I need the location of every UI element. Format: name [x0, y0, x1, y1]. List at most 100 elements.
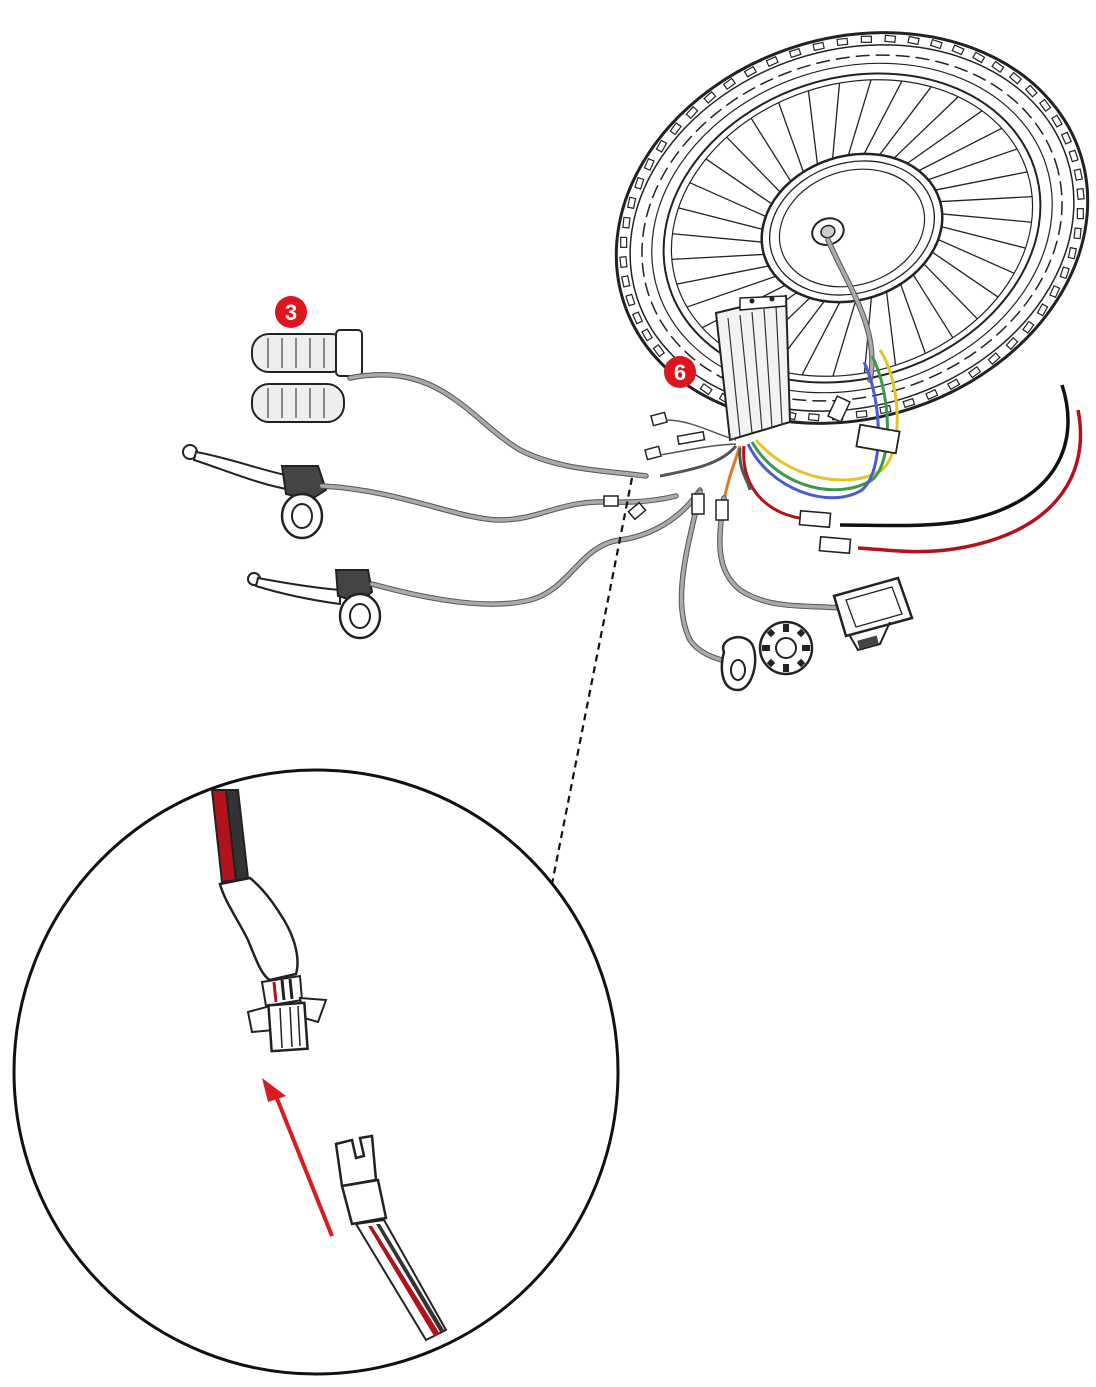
wheel-spoke [933, 224, 1026, 249]
tire-tread [765, 55, 779, 68]
controller-small-connectors [644, 411, 737, 461]
tire-tread [1060, 131, 1072, 145]
battery-leads-icon [798, 384, 1083, 555]
wheel-spoke [859, 80, 903, 162]
wheel-spoke [919, 148, 1018, 184]
tire-tread [836, 37, 849, 47]
tire-tread [625, 293, 636, 307]
tire-tread [1038, 98, 1052, 113]
tire-tread [967, 365, 982, 379]
wheel-spoke [925, 247, 999, 298]
tire-tread [855, 409, 868, 419]
tire-tread [902, 397, 916, 409]
wheel-spoke [931, 195, 1033, 203]
tire-tread [622, 216, 631, 229]
wheel-spoke [778, 102, 807, 179]
tire-tread [807, 413, 820, 422]
tire-tread [951, 44, 965, 56]
connector-male-icon [334, 1134, 448, 1342]
wheel-spoke [676, 263, 777, 285]
wheel-spoke [908, 268, 954, 339]
tire-tread [685, 105, 699, 120]
wheel-spoke [930, 235, 1015, 274]
tire-tread [620, 236, 628, 248]
wheel-spoke [807, 90, 819, 172]
tire-tread [925, 388, 939, 401]
tire-tread [626, 196, 637, 210]
tire-tread [788, 47, 802, 59]
tire-tread [643, 157, 655, 172]
tire-tread [991, 60, 1005, 74]
controller-box-icon [714, 294, 792, 442]
tire-tread [632, 311, 644, 325]
badge-controller: 6 [664, 356, 696, 388]
wheel-spoke [801, 294, 845, 376]
callout-line [550, 477, 634, 885]
tire-tread [1008, 71, 1023, 85]
tire-tread [1059, 266, 1070, 280]
pas-sensor-icon [720, 635, 757, 692]
tire-tread [619, 256, 628, 268]
wheel-spoke [927, 171, 1028, 193]
wheel-spoke [705, 158, 779, 209]
wheel-spoke [832, 293, 859, 377]
tire-tread [1022, 320, 1035, 334]
wheel-spoke [750, 117, 796, 188]
tire-tread [884, 34, 897, 43]
wheel-spoke [672, 233, 770, 244]
lcd-display-icon [832, 576, 914, 652]
tire-tread [1073, 168, 1083, 181]
tire-tread [987, 352, 1001, 366]
wheel-spoke [897, 277, 926, 354]
tire-tread [669, 122, 682, 136]
tire-tread [621, 275, 631, 288]
tire-tread [652, 343, 666, 358]
tire-tread [1024, 84, 1038, 98]
tire-tread [1076, 208, 1084, 220]
wheel-spoke [689, 182, 774, 221]
tire-tread [1076, 188, 1085, 200]
zoom-detail-circle [12, 768, 620, 1376]
tire-tread [1067, 246, 1078, 260]
tire-tread [703, 90, 717, 104]
tire-tread [722, 77, 737, 91]
tire-tread [929, 38, 943, 50]
tire-tread [947, 378, 961, 391]
wheel-spoke [671, 253, 773, 261]
tire-tread [907, 35, 920, 46]
tire-tread [1068, 149, 1079, 163]
badge-grip-throttle: 3 [275, 296, 307, 328]
pas-magnet-disc-icon [758, 620, 814, 676]
wheel-spoke [910, 127, 1003, 176]
wheel-spoke [831, 83, 841, 167]
tire-tread [972, 51, 986, 64]
wheel-spoke [885, 284, 897, 366]
brake-lever-left-icon [182, 444, 328, 540]
wheel-spoke [686, 272, 785, 308]
wheel-spoke [899, 110, 983, 169]
badge-label: 6 [674, 360, 686, 385]
badge-label: 3 [285, 300, 297, 325]
tire-tread [641, 328, 654, 342]
throttle-grip-icon [251, 329, 363, 377]
tire-tread [1049, 284, 1061, 299]
tire-tread [1036, 303, 1049, 317]
tire-tread [634, 176, 645, 190]
wheel-spoke [845, 79, 872, 163]
insert-arrow-icon [262, 1078, 334, 1237]
wheel-spoke [918, 258, 978, 320]
motor-connector-icon [827, 395, 901, 455]
wheel-spoke [726, 136, 786, 198]
tire-tread [655, 139, 668, 153]
plain-grip-icon [251, 383, 345, 423]
tire-tread [699, 382, 713, 396]
wheel-spoke [887, 96, 959, 165]
wheel-spoke [934, 212, 1032, 223]
tire-tread [1005, 336, 1019, 351]
tire-tread [1073, 227, 1082, 240]
tire-tread [812, 41, 825, 52]
tire-tread [1050, 114, 1063, 128]
tire-tread [860, 35, 872, 43]
wheel-spoke [874, 86, 932, 162]
